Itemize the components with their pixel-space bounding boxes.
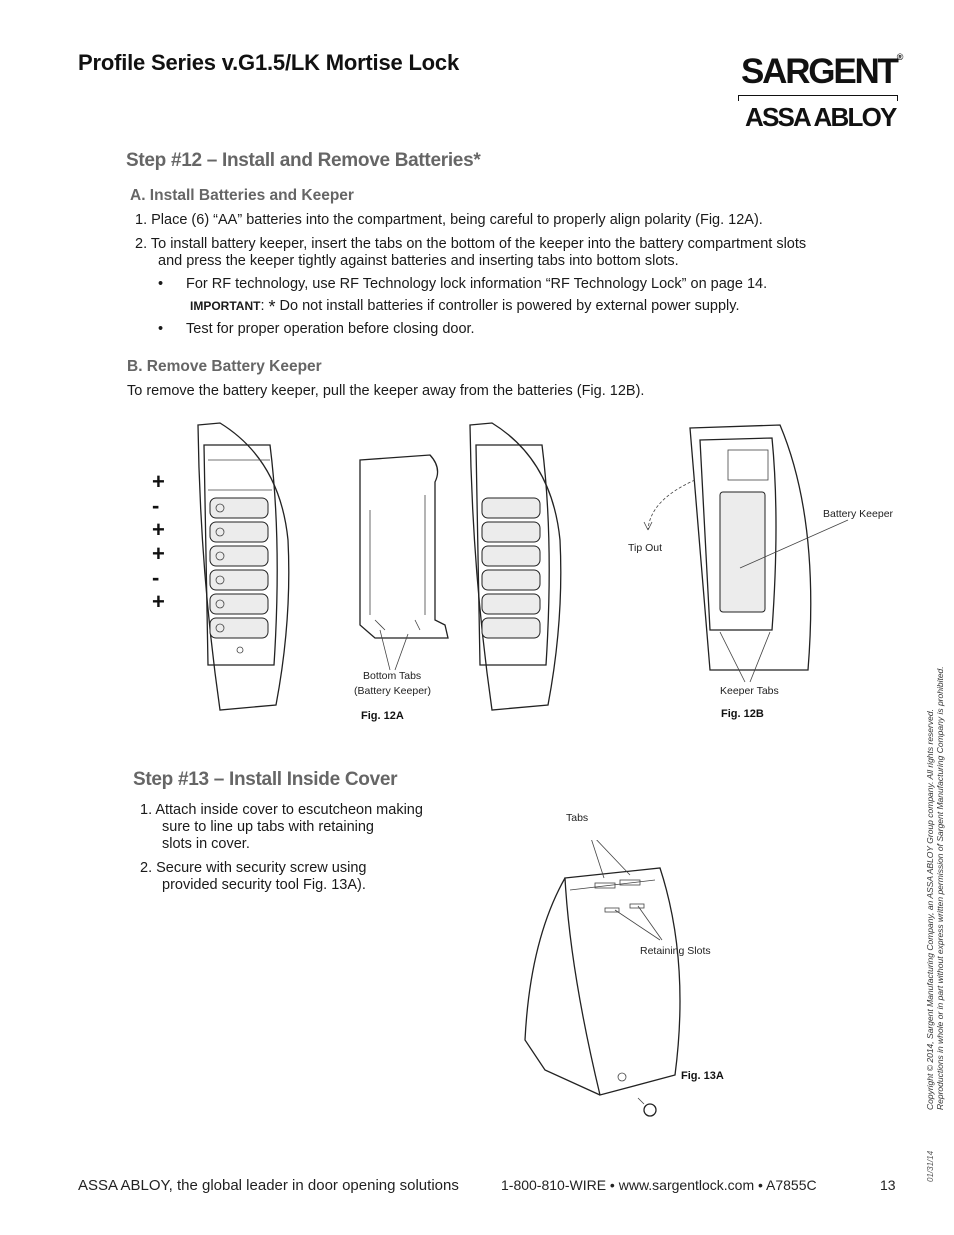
fig-13a-label: Fig. 13A: [681, 1070, 724, 1082]
step13-heading: Step #13 – Install Inside Cover: [133, 769, 398, 790]
polarity-mark: -: [152, 493, 160, 518]
callout-tip-out: Tip Out: [628, 542, 663, 554]
bullet-test-operation: Test for proper operation before closing…: [186, 321, 475, 337]
battery-row: [209, 497, 269, 639]
revision-date: 01/31/14: [926, 1150, 935, 1182]
section-b-text: To remove the battery keeper, pull the k…: [127, 383, 645, 399]
fig12-illustration: [197, 422, 849, 711]
polarity-mark: +: [152, 517, 165, 542]
battery-keeper: [359, 454, 449, 639]
polarity-mark: +: [152, 589, 165, 614]
security-screw-icon: [617, 1072, 657, 1117]
step13-item-1-line1: 1. Attach inside cover to escutcheon mak…: [140, 802, 423, 818]
inside-cover: [524, 867, 681, 1096]
copyright-notice: Copyright © 2014, Sargent Manufacturing …: [925, 666, 945, 1110]
document-title: Profile Series v.G1.5/LK Mortise Lock: [78, 50, 459, 75]
step13-item-2-line1: 2. Secure with security screw using: [140, 860, 367, 876]
important-note: IMPORTANT: * Do not install batteries if…: [190, 297, 740, 317]
sargent-logo: SARGENT®: [741, 52, 904, 91]
step13-item-1-line2: sure to line up tabs with retaining: [162, 819, 374, 835]
polarity-mark: +: [152, 541, 165, 566]
fig-12a-label: Fig. 12A: [361, 710, 404, 722]
bullet-dot: •: [158, 276, 164, 292]
bullet-rf-technology: For RF technology, use RF Technology loc…: [186, 276, 768, 292]
polarity-mark: -: [152, 565, 160, 590]
callout-battery-keeper: Battery Keeper: [823, 508, 894, 520]
step12-heading: Step #12 – Install and Remove Batteries*: [126, 150, 481, 171]
page-number: 13: [880, 1177, 896, 1193]
callout-tabs: Tabs: [566, 812, 589, 824]
assa-abloy-logo: ASSA ABLOY: [745, 102, 897, 132]
step12-item-1: 1. Place (6) “AA” batteries into the com…: [135, 212, 763, 228]
callout-keeper-tabs: Keeper Tabs: [720, 685, 779, 697]
step12-item-2-line1: 2. To install battery keeper, insert the…: [135, 236, 807, 252]
polarity-mark: +: [152, 469, 165, 494]
fig-12b-label: Fig. 12B: [721, 708, 764, 720]
step13-item-2-line2: provided security tool Fig. 13A).: [162, 877, 366, 893]
section-b-heading: B. Remove Battery Keeper: [127, 358, 322, 375]
escutcheon-keeper-installed: [469, 422, 562, 711]
logo-divider: [738, 95, 898, 102]
escutcheon-with-batteries: [197, 422, 290, 711]
callout-battery-keeper-note: (Battery Keeper): [354, 685, 432, 697]
step12-item-2-line2: and press the keeper tightly against bat…: [158, 253, 679, 269]
callout-bottom-tabs: Bottom Tabs: [363, 670, 422, 682]
step13-item-1-line3: slots in cover.: [162, 836, 250, 852]
bullet-dot: •: [158, 321, 164, 337]
section-a-heading: A. Install Batteries and Keeper: [130, 187, 354, 204]
callout-retaining-slots: Retaining Slots: [640, 945, 711, 957]
footer-contact: 1-800-810-WIRE • www.sargentlock.com • A…: [501, 1177, 817, 1193]
fig13a-illustration: [524, 840, 681, 1117]
escutcheon-keeper-removal: [689, 424, 812, 671]
footer-tagline: ASSA ABLOY, the global leader in door op…: [78, 1177, 459, 1194]
